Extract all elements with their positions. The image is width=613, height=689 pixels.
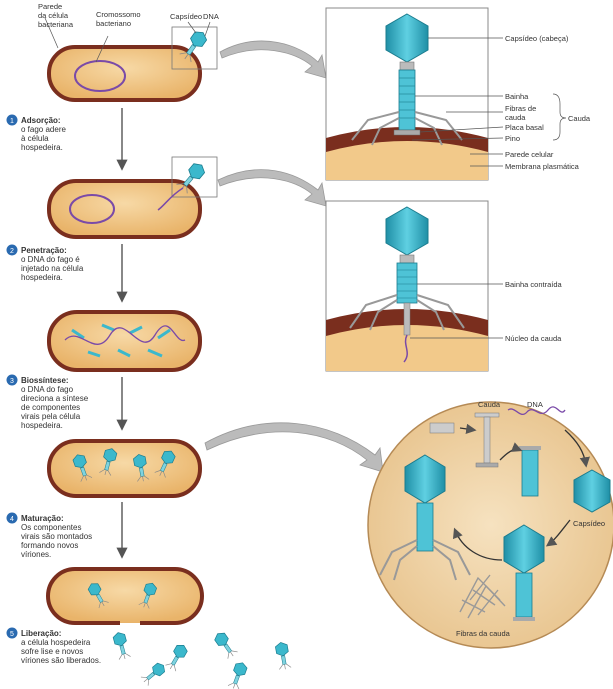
chromosome-label: bacteriano [96,19,131,28]
step-1-line: à célula [21,134,49,143]
cycle-tail-fibers-label: Fibras da cauda [456,629,511,638]
step-3-line: o DNA do fago [21,385,74,394]
cell-step-5 [48,569,202,623]
top-labels: Parede da célula bacteriana Cromossomo b… [38,2,219,29]
zoom-panel-adsorption [326,8,488,180]
sheath-label: Bainha [505,92,529,101]
step-2-line: o DNA do fago é [21,255,80,264]
tail-core-label: Núcleo da cauda [505,334,562,343]
step-4-number: 4 [10,516,14,523]
step-2-number: 2 [10,248,14,255]
cycle-tail-label: Cauda [478,400,501,409]
capsid-label: Capsídeo [170,12,202,21]
step-2-line: injetado na célula [21,264,84,273]
pin-label: Pino [505,134,520,143]
step-2-title: Penetração: [21,246,67,255]
cell-step-1 [49,27,217,100]
step-3-line: virais pela célula [21,412,81,421]
dna-label: DNA [203,12,219,21]
step-5-title: Liberação: [21,629,61,638]
cycle-capsid-label: Capsídeo [573,519,605,528]
step-3-number: 3 [10,378,14,385]
cell-wall-right-label: Parede celular [505,150,554,159]
plasma-membrane-label: Membrana plasmática [505,162,580,171]
step-1-line: hospedeira. [21,143,63,152]
step-5-line: víriones são liberados. [21,656,101,665]
step-1-line: o fago adere [21,125,66,134]
cell-step-2 [49,157,217,237]
tail-fibers-label: cauda [505,113,526,122]
step-3-line: de componentes [21,403,80,412]
cell-step-4 [49,441,200,496]
capsid-head-label: Capsídeo (cabeça) [505,34,569,43]
zoom-panel-penetration [326,201,488,371]
chromosome-label: Cromossomo [96,10,141,19]
step-5-number: 5 [10,631,14,638]
step-3-title: Biossíntese: [21,376,69,385]
step-4-line: Os componentes [21,523,81,532]
contracted-sheath-label: Bainha contraída [505,280,563,289]
cell-step-3 [49,312,200,370]
step-5-line: sofre lise e novos [21,647,83,656]
cycle-dna-label: DNA [527,400,543,409]
step-4-line: víriones. [21,550,51,559]
step-3-line: hospedeira. [21,421,63,430]
step-5-line: a célula hospedeira [21,638,91,647]
step-badges: 1 2 3 4 5 [7,115,18,639]
step-3-line: direciona a síntese [21,394,89,403]
tail-label: Cauda [568,114,591,123]
step-1-title: Adsorção: [21,116,61,125]
right-labels: Capsídeo (cabeça) Bainha Fibras de cauda… [505,34,591,343]
released-phages [112,630,291,689]
cell-wall-label: Parede [38,2,62,11]
step-4-line: virais são montados [21,532,92,541]
tail-fibers-label: Fibras de [505,104,536,113]
cell-wall-label: da célula [38,11,69,20]
cell-wall-label: bacteriana [38,20,74,29]
base-plate-label: Placa basal [505,123,544,132]
step-1-number: 1 [10,118,14,125]
step-4-line: formando novos [21,541,78,550]
step-4-title: Maturação: [21,514,64,523]
step-2-line: hospedeira. [21,273,63,282]
